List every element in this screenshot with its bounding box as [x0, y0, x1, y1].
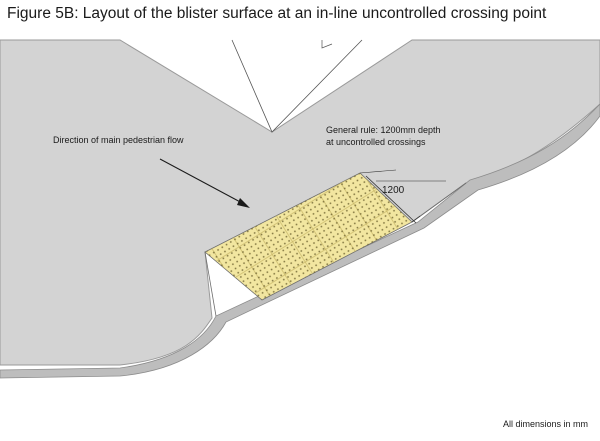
units-note: All dimensions in mm: [502, 419, 588, 429]
dimension-extension-bottom: [411, 215, 421, 223]
ramp-line-right: [411, 182, 467, 223]
building-mark: [321, 40, 333, 49]
general-rule-line1: General rule: 1200mm depth: [326, 125, 441, 135]
dimension-line: [365, 175, 417, 224]
dimension-extension-top: [359, 169, 397, 174]
pedestrian-flow-label: Direction of main pedestrian flow: [53, 135, 184, 145]
figure-title: Figure 5B: Layout of the blister surface…: [7, 5, 547, 22]
flow-arrow-shaft: [159, 158, 245, 205]
flow-arrow-head: [237, 198, 250, 208]
kerb-edge: [0, 103, 600, 379]
ramp-line-left: [204, 251, 217, 317]
blister-dots: [205, 173, 412, 300]
building-outline: [231, 39, 363, 133]
general-rule-line2: at uncontrolled crossings: [326, 137, 426, 147]
dimension-value: 1200: [382, 185, 405, 196]
carriageway: [0, 104, 600, 441]
